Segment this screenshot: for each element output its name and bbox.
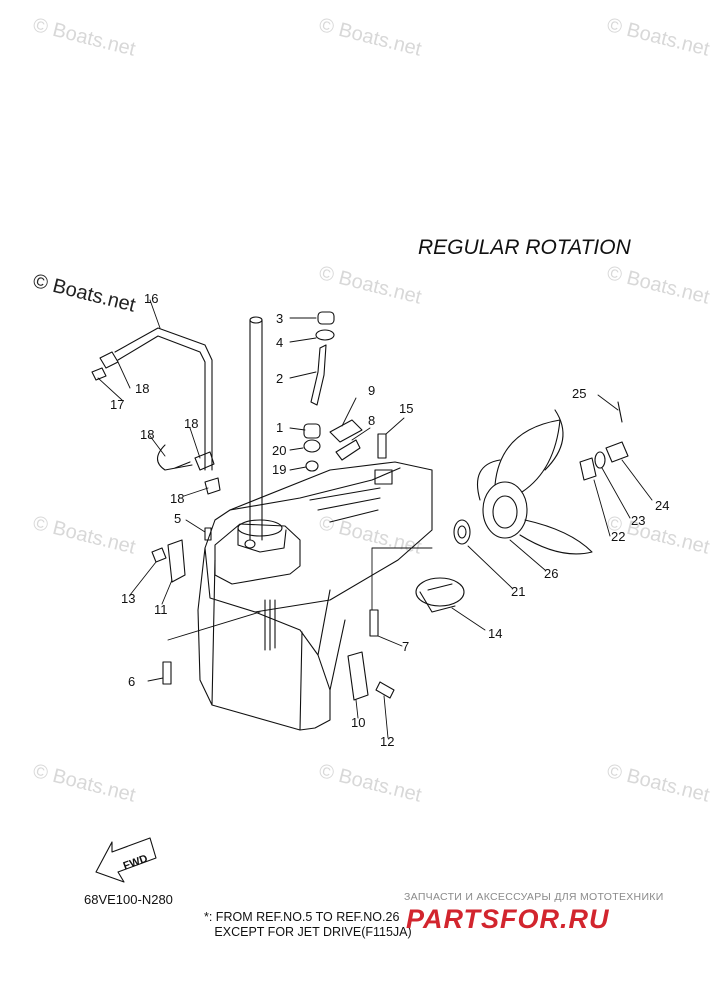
part-label: 24 <box>655 498 669 513</box>
brand-logo[interactable]: PARTSFOR.RU <box>406 904 610 934</box>
part-label: 19 <box>272 462 286 477</box>
diagram-code: 68VE100-N280 <box>84 892 173 907</box>
part-label: 18 <box>170 491 184 506</box>
part-label: 15 <box>399 401 413 416</box>
part-label: 25 <box>572 386 586 401</box>
seal-parts <box>329 419 363 461</box>
part-label: 18 <box>140 427 154 442</box>
part-label: 17 <box>110 397 124 412</box>
part-label: 22 <box>611 529 625 544</box>
lower-case-housing <box>197 461 433 731</box>
water-tube <box>114 327 213 471</box>
brand-tagline: ЗАПЧАСТИ И АКСЕССУАРЫ ДЛЯ МОТОТЕХНИКИ <box>404 891 664 903</box>
trim-tab <box>415 577 465 613</box>
part-label: 14 <box>488 626 502 641</box>
part-label: 2 <box>276 371 283 386</box>
part-label: 12 <box>380 734 394 749</box>
part-label: 23 <box>631 513 645 528</box>
part-label: 5 <box>174 511 181 526</box>
diagram-title: REGULAR ROTATION <box>418 236 631 259</box>
part-label: 3 <box>276 311 283 326</box>
fwd-arrow <box>95 837 157 883</box>
anode <box>151 539 186 583</box>
part-label: 16 <box>144 291 158 306</box>
part-label: 21 <box>511 584 525 599</box>
part-label: 6 <box>128 674 135 689</box>
part-label: 7 <box>402 639 409 654</box>
grommet-parts <box>303 311 335 472</box>
part-labels: 1 2 3 4 5 6 7 8 9 10 11 12 13 14 15 16 1… <box>110 291 669 749</box>
part-label: 18 <box>135 381 149 396</box>
part-label: 1 <box>276 420 283 435</box>
drive-shaft <box>249 316 263 541</box>
trim-tab-anode <box>347 651 369 701</box>
hose-clamps <box>91 351 221 495</box>
part-label: 4 <box>276 335 283 350</box>
part-label: 13 <box>121 591 135 606</box>
part-label: 20 <box>272 443 286 458</box>
part-label: 8 <box>368 413 375 428</box>
footnote: *: FROM REF.NO.5 TO REF.NO.26 EXCEPT FOR… <box>204 910 412 939</box>
water-pump-housing <box>214 519 301 585</box>
propeller <box>476 409 593 555</box>
thrust-washer <box>453 519 471 545</box>
leader-lines <box>97 299 653 739</box>
prop-hardware <box>579 401 629 481</box>
part-label: 26 <box>544 566 558 581</box>
part-label: 11 <box>154 602 168 617</box>
part-label: 9 <box>368 383 375 398</box>
part-label: 18 <box>184 416 198 431</box>
part-label: 10 <box>351 715 365 730</box>
